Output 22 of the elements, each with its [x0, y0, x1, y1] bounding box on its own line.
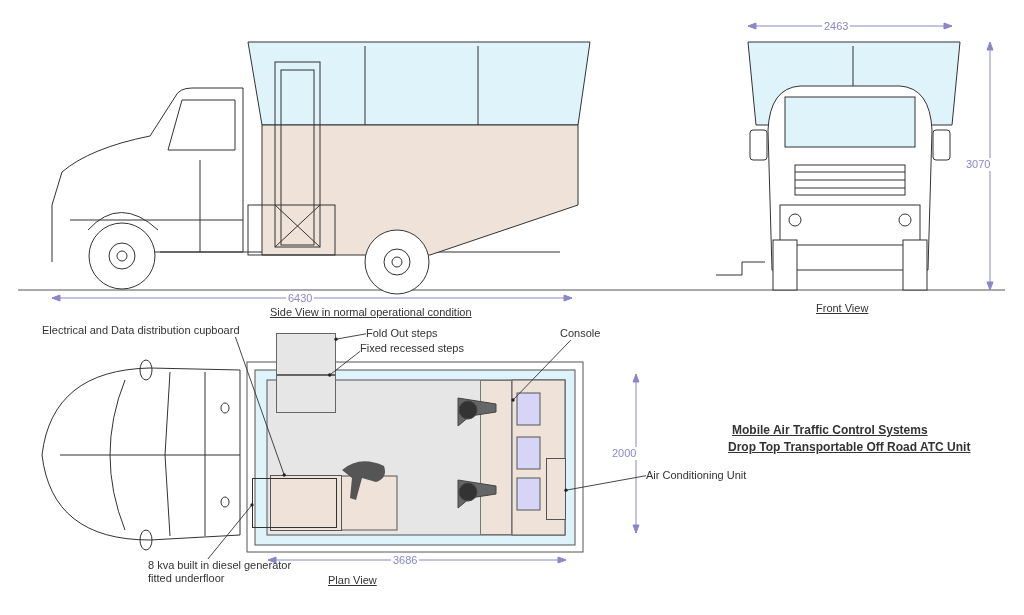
- fixed-steps-box: [276, 375, 336, 413]
- callout-text: Air Conditioning Unit: [646, 469, 747, 482]
- view-caption: Side View in normal operational condition: [270, 306, 472, 319]
- dimension-label: 3070: [964, 158, 993, 171]
- generator-outline: [252, 478, 337, 528]
- callout-text: Console: [560, 327, 601, 340]
- title-text: Mobile Air Traffic Control Systems: [732, 424, 928, 437]
- title-text: Drop Top Transportable Off Road ATC Unit: [728, 441, 971, 454]
- callout-text: Fixed recessed steps: [360, 342, 464, 355]
- callout-text: Electrical and Data distribution cupboard: [42, 324, 240, 337]
- view-caption: Plan View: [328, 574, 377, 587]
- callout-text: 8 kva built in diesel generator fitted underfloor: [148, 559, 313, 585]
- air-conditioning-unit: [546, 458, 566, 520]
- cupboard-box: [270, 475, 342, 531]
- dimension-label: 6430: [286, 292, 315, 305]
- view-caption: Front View: [816, 302, 869, 315]
- console-desk: [480, 380, 512, 535]
- dimension-label: 3686: [391, 554, 420, 567]
- fold-out-steps-box: [276, 333, 336, 375]
- dimension-label: 2000: [610, 447, 639, 460]
- callout-text: Fold Out steps: [366, 327, 438, 340]
- dimension-label: 2463: [822, 20, 851, 33]
